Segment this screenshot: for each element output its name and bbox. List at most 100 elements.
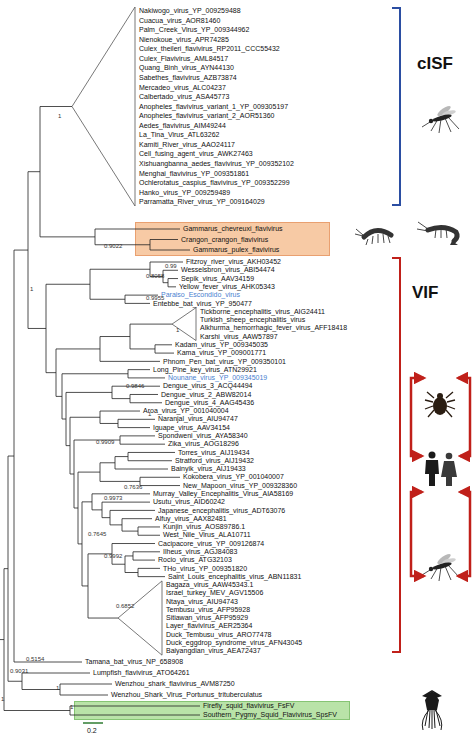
tree-branch bbox=[22, 689, 60, 690]
tree-branch bbox=[133, 552, 134, 560]
taxon-label: Wesselsbron_virus_ABI54474 bbox=[181, 266, 275, 273]
support-value: 0.5154 bbox=[26, 656, 44, 662]
tree-branch bbox=[40, 106, 72, 107]
tree-branch bbox=[155, 344, 172, 345]
taxon-label: Anopheles_flavivirus_variant_2_AOR51360 bbox=[139, 112, 274, 119]
tree-branch bbox=[56, 396, 62, 397]
taxon-label: Parramatta_River_virus_YP_009164029 bbox=[139, 198, 265, 205]
support-value: 0.7645 bbox=[88, 531, 106, 537]
taxon-label: Nounane_virus_YP_009345019 bbox=[168, 374, 267, 381]
support-value: 0.99 bbox=[165, 263, 177, 269]
support-value: 0.6852 bbox=[116, 603, 134, 609]
taxon-label: Lumpfish_flavivirus_ATO64261 bbox=[93, 669, 190, 676]
taxon-label: Culex_theileri_flavivirus_RP2011_CCC5543… bbox=[139, 45, 280, 52]
taxon-label: Sabethes_flavivirus_AZB73874 bbox=[139, 74, 237, 81]
tree-branch bbox=[8, 681, 22, 682]
taxon-label: Wenzhou_Shark_Virus_Portunus_tritubercul… bbox=[111, 691, 262, 698]
tree-branch bbox=[82, 585, 88, 586]
legs bbox=[425, 392, 455, 417]
taxon-label: Dengue_virus_3_ACQ44494 bbox=[163, 382, 253, 389]
tree-branch bbox=[100, 411, 101, 423]
taxon-label: Baiyangdian_virus_AEA72437 bbox=[166, 647, 261, 654]
taxon-label: Menghai_flavivirus_YP_009351861 bbox=[139, 170, 249, 177]
taxon-label: Kamiti_River_virus_AAO24117 bbox=[139, 141, 235, 148]
highlight-band: Gammarus_chevreuxi_flavivirusCrangon_cra… bbox=[135, 222, 330, 256]
tree-branch bbox=[70, 417, 71, 474]
taxon-label: Tamana_bat_virus_NP_658908 bbox=[85, 658, 183, 665]
tree-branch bbox=[122, 519, 123, 531]
tail bbox=[450, 241, 458, 245]
tree-branch bbox=[92, 509, 102, 510]
head bbox=[429, 119, 433, 123]
tree-branch bbox=[133, 551, 160, 552]
tree-branch bbox=[163, 270, 178, 271]
tree-branch bbox=[110, 510, 111, 524]
tree-branch bbox=[8, 456, 14, 457]
tree-branch bbox=[112, 564, 125, 565]
tree-branch bbox=[4, 710, 70, 711]
taxon-label: Kokobera_virus_YP_001040007 bbox=[183, 473, 284, 480]
taxon-label: Iguape_virus_AAV34154 bbox=[153, 424, 230, 431]
body bbox=[428, 227, 457, 241]
tree-branch bbox=[120, 444, 165, 445]
squid-icon bbox=[422, 690, 442, 730]
tree-branch bbox=[74, 508, 78, 509]
legs bbox=[422, 565, 459, 581]
transmission-arrow bbox=[458, 378, 470, 456]
tree-branch bbox=[130, 324, 131, 349]
taxon-label: Tembusu_virus_AFP95928 bbox=[166, 606, 250, 613]
scale-label: 0.2 bbox=[87, 727, 97, 734]
support-value: 0.9909 bbox=[96, 439, 114, 445]
body bbox=[441, 461, 457, 486]
taxon-label: Ochlerotatus_caspius_flavivirus_YP_00935… bbox=[139, 179, 290, 186]
tree-branch bbox=[168, 279, 169, 287]
tree-branch bbox=[118, 427, 150, 428]
tree-branch bbox=[66, 392, 67, 445]
support-value: 0.8058 bbox=[146, 273, 164, 279]
tree-branch bbox=[150, 262, 183, 263]
tree-branch bbox=[125, 556, 126, 573]
tree-branch bbox=[100, 411, 140, 412]
legs bbox=[355, 229, 390, 245]
taxon-label: Entebbe_bat_virus_YP_950477 bbox=[153, 300, 252, 307]
amphipod-icon bbox=[355, 229, 391, 245]
taxon-label: Xishuangbanna_aedes_flavivirus_YP_009352… bbox=[139, 160, 294, 167]
tree-branch bbox=[14, 250, 28, 251]
tree-branch bbox=[128, 377, 165, 378]
tree-branch bbox=[62, 373, 128, 374]
tree-branch bbox=[100, 462, 115, 463]
tree-branch bbox=[40, 107, 41, 237]
tree-branch bbox=[138, 568, 139, 576]
head bbox=[429, 452, 436, 459]
tree-branch bbox=[110, 510, 155, 511]
tree-branch bbox=[138, 568, 160, 569]
tree-branch bbox=[46, 284, 90, 285]
wing bbox=[442, 557, 457, 565]
taxon-label: Dengue_virus_4_AAG45436 bbox=[165, 399, 254, 406]
tree-branch bbox=[125, 555, 133, 556]
support-value: 1 bbox=[70, 704, 73, 710]
support-value: 0.9973 bbox=[104, 495, 122, 501]
mosquito-icon bbox=[422, 552, 459, 581]
tree-branch bbox=[128, 370, 129, 378]
body bbox=[432, 561, 453, 571]
human-icon bbox=[441, 453, 457, 486]
clade-label: VIF bbox=[412, 284, 438, 301]
tree-branch bbox=[112, 386, 113, 398]
tree-branch bbox=[46, 284, 47, 372]
body bbox=[425, 460, 439, 486]
collapsed-clade bbox=[72, 7, 135, 206]
tree-branch bbox=[125, 295, 126, 303]
tree-branch bbox=[66, 392, 112, 393]
taxon-label: Layer_flavivirus_AER25364 bbox=[166, 622, 252, 629]
tree-branch bbox=[115, 457, 116, 469]
taxon-label: Fitzroy_river_virus_AKH03452 bbox=[186, 258, 281, 265]
tree-branch bbox=[100, 423, 118, 424]
tree-branch bbox=[100, 361, 160, 362]
taxon-label: Phnom_Pen_bat_virus_YP_009350101 bbox=[163, 358, 286, 365]
head bbox=[429, 567, 433, 571]
tree-branch bbox=[78, 472, 100, 473]
tree-branch bbox=[40, 236, 95, 237]
transmission-arrow bbox=[411, 492, 424, 576]
